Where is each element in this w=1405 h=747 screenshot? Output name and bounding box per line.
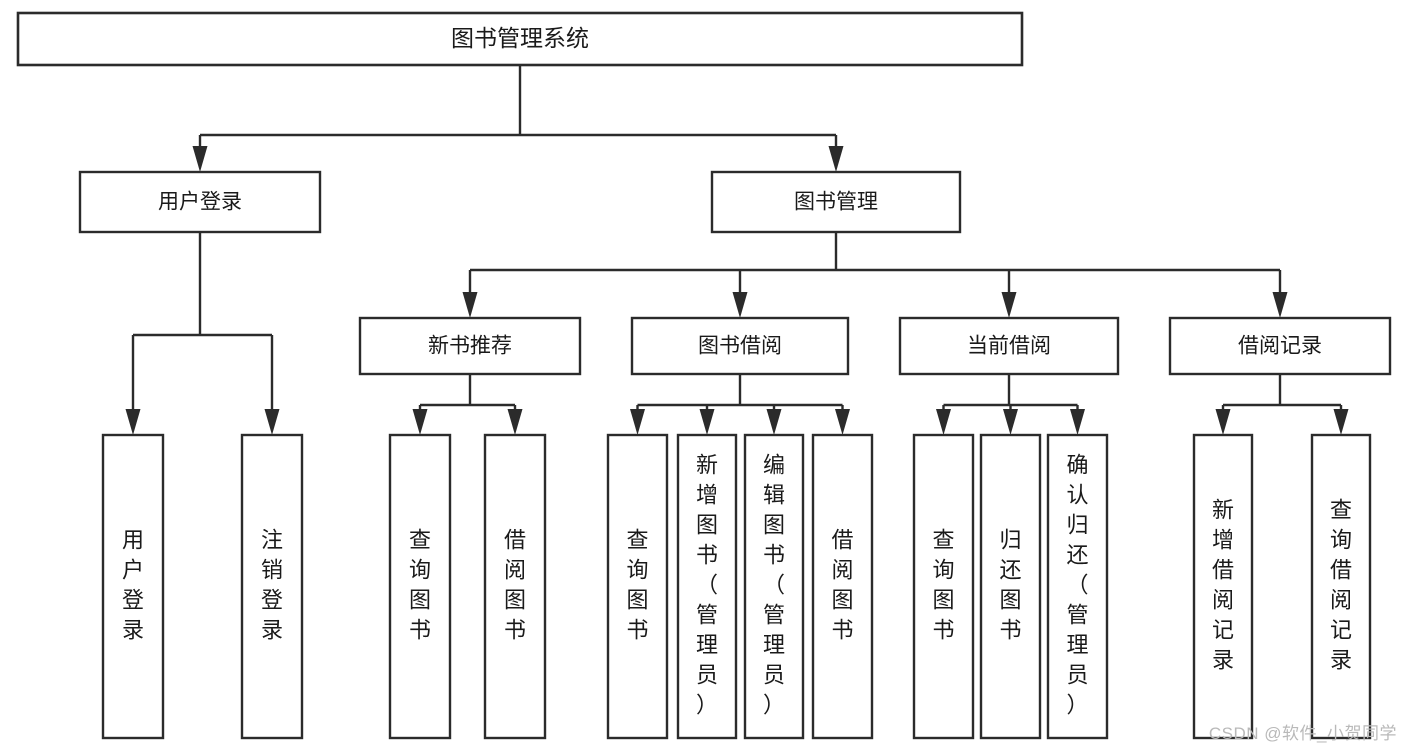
arrow-head-icon: [1001, 292, 1017, 318]
node-leaf-edit-book[interactable]: 编辑图书（管理员）: [743, 433, 805, 740]
node-box-leaf-query-book-3[interactable]: [912, 433, 975, 740]
node-box-borrow-record[interactable]: [1168, 316, 1392, 376]
node-leaf-confirm-return[interactable]: 确认归还（管理员）: [1046, 433, 1109, 740]
node-label-leaf-query-book-2: 查询图书: [626, 527, 648, 642]
node-box-book-manage[interactable]: [710, 170, 962, 234]
node-label-leaf-user-login: 用户登录: [122, 527, 144, 642]
node-box-book-borrow[interactable]: [630, 316, 850, 376]
node-leaf-add-record[interactable]: 新增借阅记录: [1192, 433, 1254, 740]
node-label-book-manage: 图书管理: [794, 191, 878, 214]
node-leaf-borrow-book-2[interactable]: 借阅图书: [811, 433, 874, 740]
arrow-head-icon: [1215, 409, 1231, 435]
node-box-leaf-return-book[interactable]: [979, 433, 1042, 740]
node-leaf-add-book[interactable]: 新增图书（管理员）: [676, 433, 738, 740]
node-leaf-user-logout[interactable]: 注销登录: [240, 433, 304, 740]
node-label-leaf-borrow-book-1: 借阅图书: [504, 527, 526, 642]
connector-group-book-borrow: [630, 374, 850, 435]
arrow-head-icon: [192, 146, 208, 172]
arrow-head-icon: [1333, 409, 1349, 435]
node-box-leaf-edit-book[interactable]: [743, 433, 805, 740]
arrow-head-icon: [125, 409, 141, 435]
node-label-root: 图书管理系统: [451, 25, 589, 51]
node-label-new-book-rec: 新书推荐: [428, 335, 512, 358]
node-label-user-login: 用户登录: [158, 191, 242, 214]
node-box-user-login[interactable]: [78, 170, 322, 234]
node-leaf-query-book-3[interactable]: 查询图书: [912, 433, 975, 740]
node-new-book-rec[interactable]: 新书推荐: [358, 316, 582, 376]
node-root[interactable]: 图书管理系统: [16, 11, 1024, 67]
arrow-head-icon: [1272, 292, 1288, 318]
connector-group-borrow-record: [1215, 374, 1349, 435]
node-box-new-book-rec[interactable]: [358, 316, 582, 376]
node-leaf-query-record[interactable]: 查询借阅记录: [1310, 433, 1372, 740]
node-box-root[interactable]: [16, 11, 1024, 67]
arrow-head-icon: [936, 409, 951, 435]
node-borrow-record[interactable]: 借阅记录: [1168, 316, 1392, 376]
arrow-head-icon: [1070, 409, 1085, 435]
arrow-head-icon: [412, 409, 428, 435]
arrow-head-icon: [507, 409, 523, 435]
node-user-login[interactable]: 用户登录: [78, 170, 322, 234]
connector-group-book-manage: [462, 232, 1288, 318]
csdn-watermark: CSDN @软件_小贺同学: [1208, 724, 1397, 743]
node-layer: 图书管理系统用户登录图书管理新书推荐图书借阅当前借阅借阅记录用户登录注销登录查询…: [16, 11, 1392, 740]
node-book-borrow[interactable]: 图书借阅: [630, 316, 850, 376]
node-current-borrow[interactable]: 当前借阅: [898, 316, 1120, 376]
arrow-head-icon: [766, 409, 782, 435]
connector-group-current-borrow: [936, 374, 1085, 435]
node-leaf-query-book-2[interactable]: 查询图书: [606, 433, 669, 740]
node-label-leaf-query-record: 查询借阅记录: [1330, 497, 1352, 672]
node-box-leaf-query-record[interactable]: [1310, 433, 1372, 740]
node-leaf-return-book[interactable]: 归还图书: [979, 433, 1042, 740]
node-box-leaf-confirm-return[interactable]: [1046, 433, 1109, 740]
arrow-head-icon: [732, 292, 748, 318]
node-label-current-borrow: 当前借阅: [967, 335, 1051, 358]
node-leaf-user-login[interactable]: 用户登录: [101, 433, 165, 740]
node-box-leaf-add-record[interactable]: [1192, 433, 1254, 740]
node-label-leaf-add-record: 新增借阅记录: [1212, 497, 1234, 672]
node-label-leaf-query-book-1: 查询图书: [409, 527, 431, 642]
node-label-leaf-add-book: 新增图书（管理员）: [696, 452, 718, 717]
node-box-leaf-borrow-book-1[interactable]: [483, 433, 547, 740]
node-label-leaf-return-book: 归还图书: [999, 527, 1021, 642]
node-box-leaf-user-logout[interactable]: [240, 433, 304, 740]
node-box-leaf-add-book[interactable]: [676, 433, 738, 740]
node-label-leaf-confirm-return: 确认归还（管理员）: [1066, 452, 1088, 717]
node-box-leaf-query-book-2[interactable]: [606, 433, 669, 740]
connector-group-root: [192, 65, 844, 172]
arrow-head-icon: [828, 146, 844, 172]
arrow-head-icon: [264, 409, 280, 435]
node-label-borrow-record: 借阅记录: [1238, 335, 1322, 358]
node-box-leaf-borrow-book-2[interactable]: [811, 433, 874, 740]
node-leaf-borrow-book-1[interactable]: 借阅图书: [483, 433, 547, 740]
node-label-leaf-user-logout: 注销登录: [261, 527, 283, 642]
arrow-head-icon: [835, 409, 850, 435]
node-label-book-borrow: 图书借阅: [698, 335, 782, 358]
arrow-head-icon: [462, 292, 478, 318]
arrow-head-icon: [630, 409, 645, 435]
connector-group-new-book-rec: [412, 374, 523, 435]
node-label-leaf-query-book-3: 查询图书: [932, 527, 954, 642]
arrow-head-icon: [699, 409, 715, 435]
node-box-current-borrow[interactable]: [898, 316, 1120, 376]
connector-layer: [125, 65, 1349, 435]
arrow-head-icon: [1003, 409, 1018, 435]
connector-group-user-login: [125, 232, 280, 435]
node-box-leaf-user-login[interactable]: [101, 433, 165, 740]
node-leaf-query-book-1[interactable]: 查询图书: [388, 433, 452, 740]
node-book-manage[interactable]: 图书管理: [710, 170, 962, 234]
node-box-leaf-query-book-1[interactable]: [388, 433, 452, 740]
node-label-leaf-borrow-book-2: 借阅图书: [831, 527, 853, 642]
node-label-leaf-edit-book: 编辑图书（管理员）: [763, 452, 785, 717]
